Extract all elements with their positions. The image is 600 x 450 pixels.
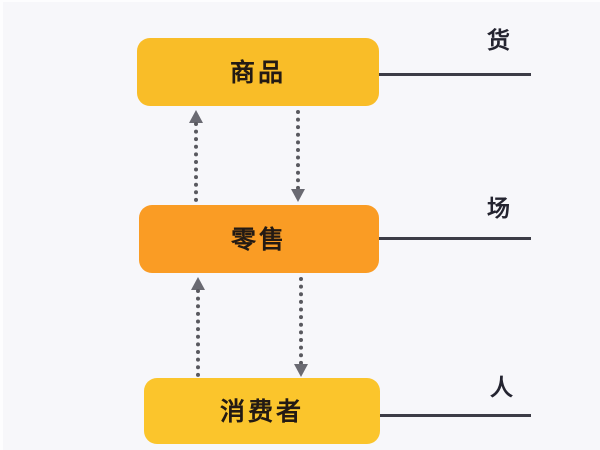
node-consumer[interactable]: 消费者 xyxy=(144,378,380,444)
lead-line-retail xyxy=(377,237,531,240)
node-retail[interactable]: 零售 xyxy=(139,205,379,273)
lead-line-goods xyxy=(377,73,531,76)
arrowhead-up-icon xyxy=(189,110,203,123)
arrowhead-up-icon xyxy=(191,277,205,290)
side-label-retail: 场 xyxy=(487,196,510,222)
side-label-goods: 货 xyxy=(487,28,510,54)
arrow-consumer-to-retail-up-icon xyxy=(191,277,205,377)
lead-line-consumer xyxy=(379,414,531,417)
arrow-stem xyxy=(296,110,300,190)
arrow-stem xyxy=(196,289,200,377)
arrow-retail-to-goods-up-icon xyxy=(189,110,203,202)
arrow-goods-to-retail-down-icon xyxy=(291,110,305,202)
arrow-retail-to-consumer-down-icon xyxy=(294,277,308,377)
node-consumer-label: 消费者 xyxy=(219,396,304,426)
arrow-stem xyxy=(194,122,198,202)
node-retail-label: 零售 xyxy=(230,224,287,254)
arrow-stem xyxy=(299,277,303,365)
side-label-consumer: 人 xyxy=(490,375,513,401)
node-goods-label: 商品 xyxy=(229,57,286,87)
node-goods[interactable]: 商品 xyxy=(137,38,379,106)
arrowhead-down-icon xyxy=(294,364,308,377)
arrowhead-down-icon xyxy=(291,189,305,202)
